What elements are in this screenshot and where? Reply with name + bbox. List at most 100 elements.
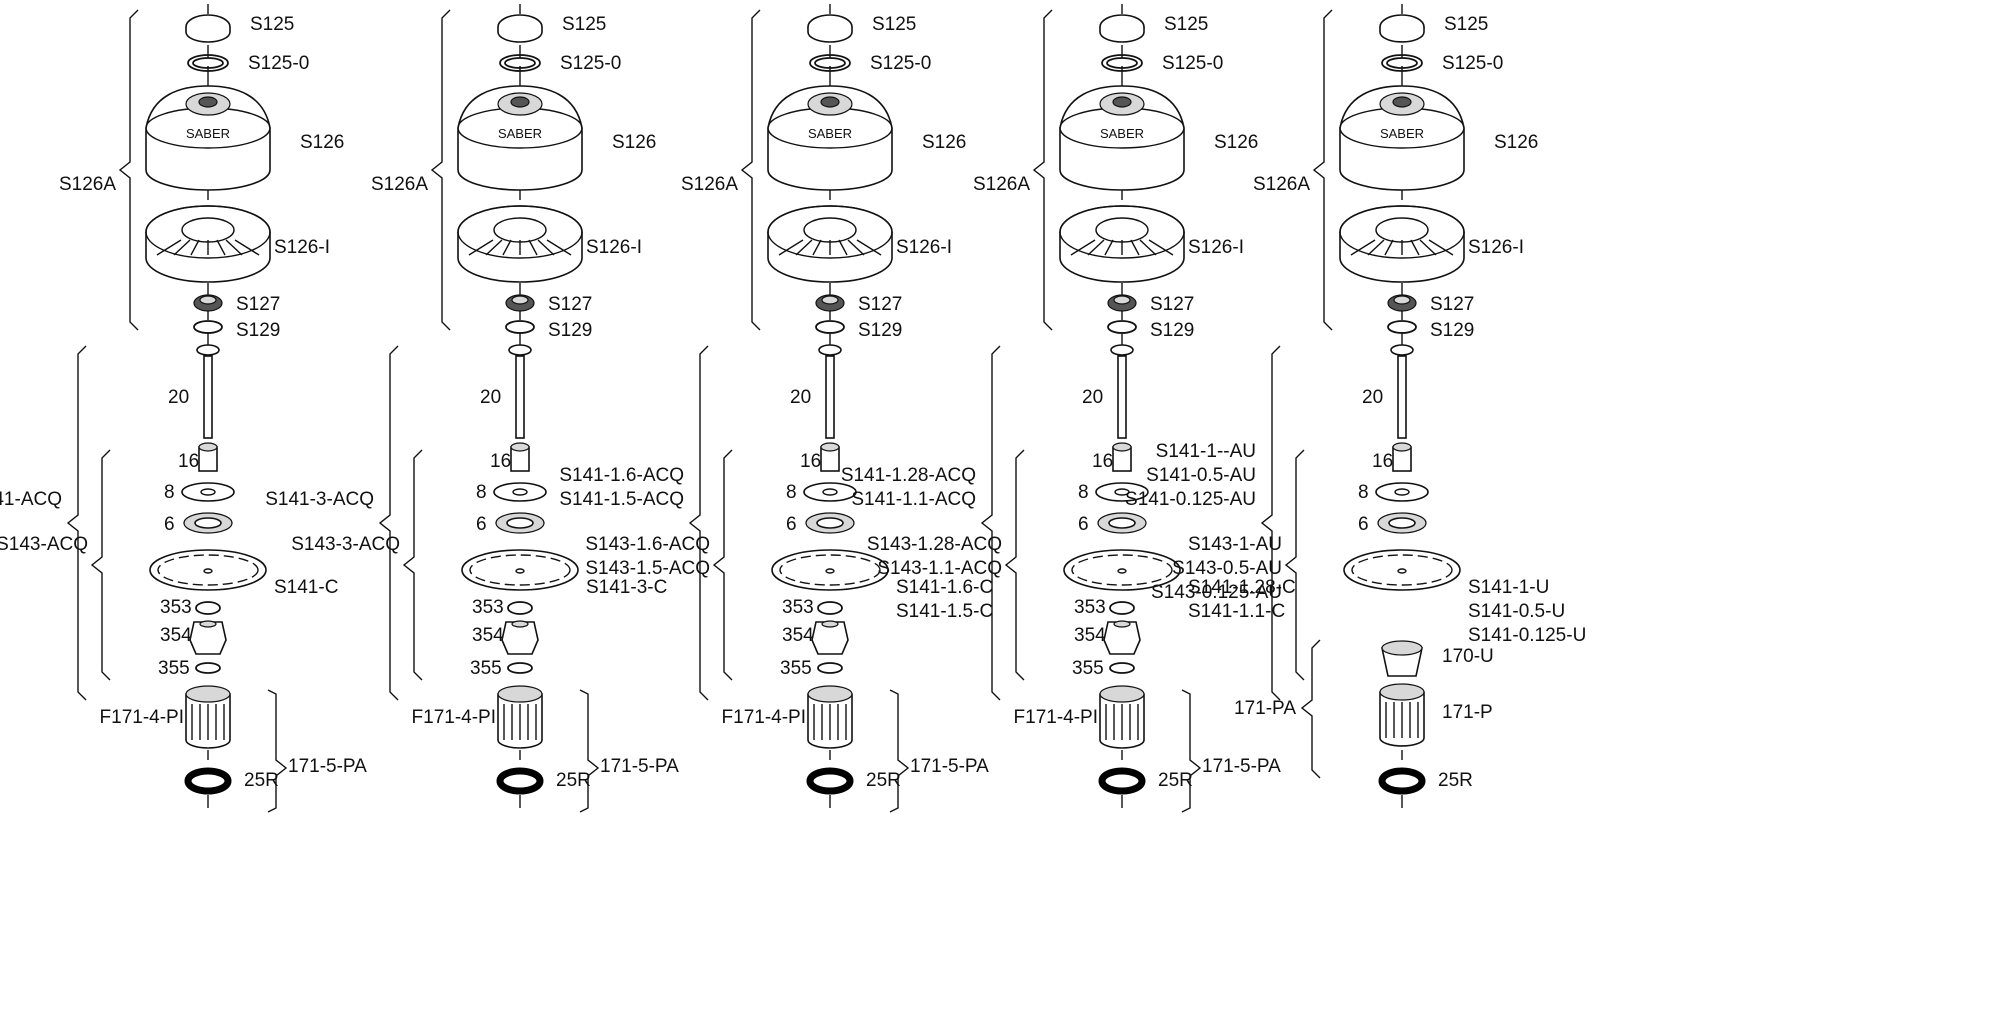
label-cap-oring: S125-0 (560, 53, 621, 74)
label-cap-body: S126 (1494, 132, 1538, 153)
label-group-a: S141-1.5-ACQ (559, 489, 684, 510)
label-outer: 171-5-PA (1202, 756, 1281, 777)
label-nozzle: F171-4-PI (1014, 707, 1098, 728)
nozzle-top (807, 685, 853, 703)
insert-rib (173, 239, 191, 256)
label-cap: S125 (250, 14, 294, 35)
label-cap-oring: S125-0 (870, 53, 931, 74)
group-a-brace (980, 345, 1001, 701)
label-spring: S127 (236, 294, 280, 315)
label-washer: S129 (548, 320, 592, 341)
insert-side (1339, 232, 1465, 283)
diaphragm-part (149, 549, 267, 591)
label-adapter: 170-U (1442, 646, 1494, 667)
cap-body-part (1339, 85, 1465, 191)
ring6-hole (1108, 517, 1136, 529)
stem-part (203, 355, 213, 439)
ring6-hole (506, 517, 534, 529)
insert-top (1059, 205, 1185, 259)
brand-label: SABER (1380, 126, 1424, 141)
label-cap: S125 (1444, 14, 1488, 35)
insert-rib (1367, 239, 1385, 256)
stem-part (1397, 355, 1407, 439)
cap-oring-inner (814, 57, 846, 69)
label-seal355: 355 (780, 658, 812, 679)
label-assembly: S126A (371, 174, 428, 195)
label-ring8: 8 (1358, 482, 1369, 503)
label-outer: 171-5-PA (600, 756, 679, 777)
guide-top (1112, 442, 1132, 452)
insert-rib (1419, 239, 1437, 256)
label-group-a: S141-0.125-AU (1125, 489, 1256, 510)
spring-top (199, 295, 217, 305)
insert-side (145, 232, 271, 283)
label-group-a: S141-1.28-ACQ (841, 465, 976, 486)
label-cap-oring: S125-0 (1162, 53, 1223, 74)
label-cap-body: S126 (1214, 132, 1258, 153)
label-diaphragm: S141-0.5-U (1468, 601, 1565, 622)
insert-rib (1070, 239, 1096, 256)
label-oring25: 25R (866, 770, 901, 791)
label-ring8: 8 (1078, 482, 1089, 503)
insert-rib (1130, 239, 1140, 256)
insert-rib (1384, 239, 1394, 256)
label-stem: 20 (1362, 387, 1383, 408)
brand-label: SABER (1100, 126, 1144, 141)
seal353-part (1109, 601, 1135, 615)
label-group-b: S143-0.125-AU (1151, 582, 1282, 603)
label-seal355: 355 (470, 658, 502, 679)
oring25-part (806, 767, 854, 795)
label-diaphragm: S141-1.6-C (896, 577, 993, 598)
nut354-part (189, 621, 227, 655)
stem-part (825, 355, 835, 439)
label-diaphragm: S141-3-C (586, 577, 667, 598)
label-assembly: S126A (1253, 174, 1310, 195)
insert-rib (1410, 239, 1420, 256)
washer-part (1107, 320, 1137, 334)
stem-head (1110, 344, 1134, 356)
seal355-part (1109, 662, 1135, 674)
insert-rib (838, 239, 848, 256)
nozzle-top (497, 685, 543, 703)
diaphragm-edge (469, 554, 571, 586)
ring8-hole (512, 488, 528, 496)
label-stem: 20 (1082, 387, 1103, 408)
nut354-top (511, 620, 529, 628)
nozzle-top (1099, 685, 1145, 703)
label-assembly: S126A (973, 174, 1030, 195)
stem-head (196, 344, 220, 356)
cap-oring-part (809, 54, 851, 72)
insert-top (145, 205, 271, 259)
insert-rib (1087, 239, 1105, 256)
cap-body-bolt (1392, 96, 1412, 108)
insert-rib (502, 239, 512, 256)
label-ring8: 8 (786, 482, 797, 503)
label-group-b: S143-1.28-ACQ (867, 534, 1002, 555)
label-outer: 171-5-PA (910, 756, 989, 777)
label-diaphragm: S141-1.1-C (1188, 601, 1285, 622)
assembly-brace (740, 9, 761, 331)
stem-head (818, 344, 842, 356)
guide-top (820, 442, 840, 452)
label-stem: 20 (790, 387, 811, 408)
label-group-a: S141-3-ACQ (265, 489, 374, 510)
nut354-top (1113, 620, 1131, 628)
spring-top (1393, 295, 1411, 305)
cap-oring-inner (1386, 57, 1418, 69)
insert-rib (216, 239, 226, 256)
label-cap-body: S126 (922, 132, 966, 153)
label-ring6: 6 (1358, 514, 1369, 535)
label-cap-body: S126 (612, 132, 656, 153)
insert-rib (1104, 239, 1114, 256)
outer-brace (579, 689, 600, 813)
insert-top (767, 205, 893, 259)
cap-oring-inner (1106, 57, 1138, 69)
label-seal353: 353 (472, 597, 504, 618)
outer-brace (267, 689, 288, 813)
insert-rib (795, 239, 813, 256)
diaphragm-center (203, 568, 213, 574)
ring8-part (1095, 482, 1149, 502)
label-diaphragm: S141-1-U (1468, 577, 1549, 598)
